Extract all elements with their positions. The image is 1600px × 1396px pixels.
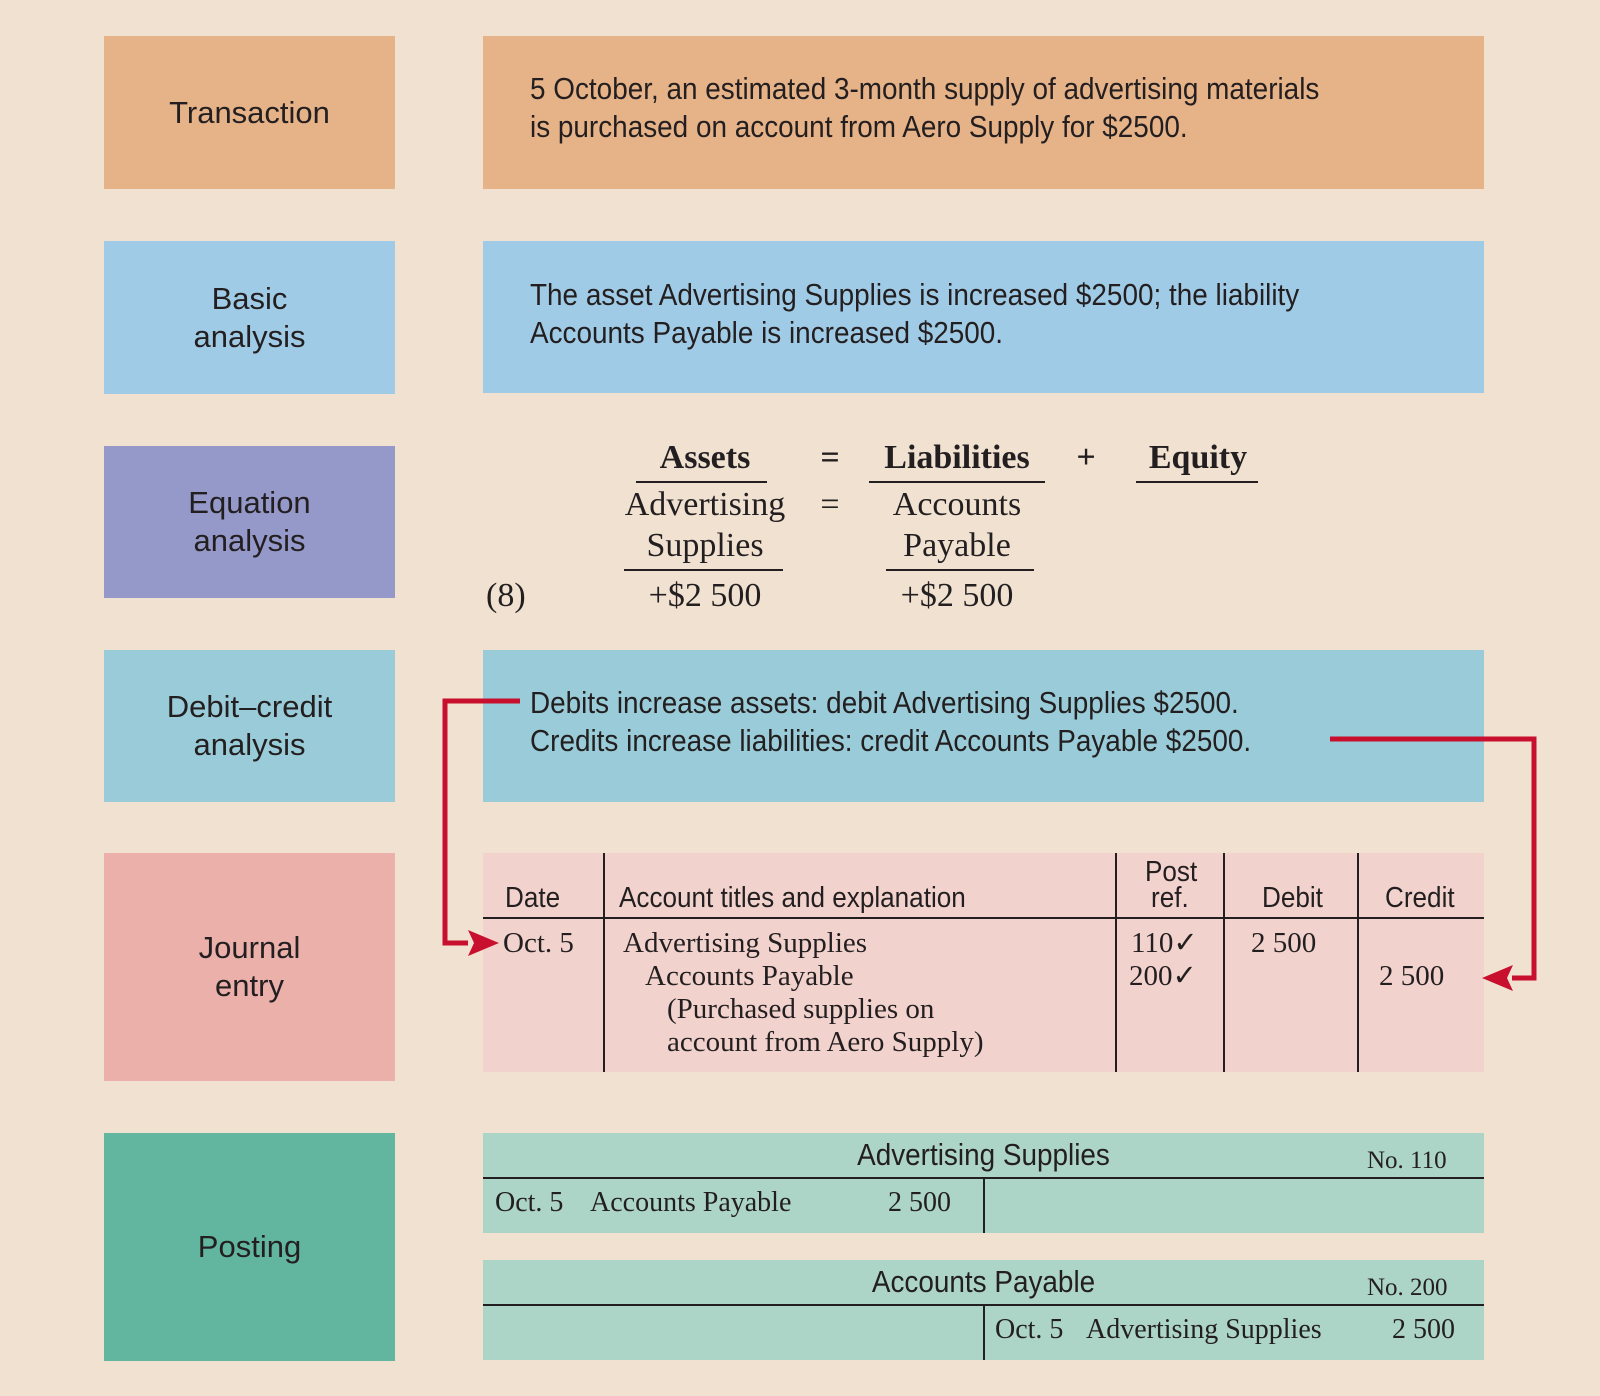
ledger2-title: Accounts Payable	[871, 1264, 1096, 1299]
equation-equity-underline	[1136, 481, 1258, 483]
journal-credit-amount: 2 500	[1379, 960, 1445, 992]
journal-header-account: Account titles and explanation	[619, 882, 966, 914]
journal-explanation-line2: account from Aero Supply)	[667, 1026, 984, 1058]
posting-label-text: Posting	[197, 1229, 302, 1264]
ledger1-title: Advertising Supplies	[857, 1137, 1110, 1172]
basic-analysis-box: The asset Advertising Supplies is increa…	[483, 241, 1484, 393]
journal-header-postref-line1: Post	[1145, 856, 1198, 888]
journal-divider-account	[1115, 853, 1117, 1072]
debit-credit-label-line1: Debit–credit	[166, 689, 333, 724]
journal-table: Date Account titles and explanation Post…	[483, 853, 1484, 1072]
journal-divider-postref	[1223, 853, 1225, 1072]
transaction-text-line2: is purchased on account from Aero Supply…	[530, 109, 1188, 144]
transaction-text-line1: 5 October, an estimated 3-month supply o…	[530, 71, 1320, 106]
transaction-box: 5 October, an estimated 3-month supply o…	[483, 36, 1484, 189]
equation-left-account-line2: Supplies	[646, 527, 764, 564]
ledger2-center-rule	[983, 1306, 985, 1360]
journal-header-date: Date	[505, 882, 561, 914]
ledger1-entry-date: Oct. 5	[495, 1187, 564, 1218]
debit-credit-label-line2: analysis	[193, 727, 306, 762]
equation-right-account-line1: Accounts	[892, 486, 1022, 523]
debit-credit-text-line1: Debits increase assets: debit Advertisin…	[530, 685, 1239, 720]
basic-analysis-text-line1: The asset Advertising Supplies is increa…	[530, 277, 1300, 312]
ledger-accounts-payable: Accounts Payable No. 200 Oct. 5 Advertis…	[483, 1260, 1484, 1360]
journal-debit-amount: 2 500	[1251, 927, 1317, 959]
ledger2-entry-amount: 2 500	[1392, 1314, 1455, 1345]
ledger2-entry-description: Advertising Supplies	[1086, 1314, 1322, 1345]
equation-right-account-line2: Payable	[903, 527, 1011, 564]
equation-analysis-label: Equation analysis	[104, 446, 395, 598]
debit-credit-analysis-label: Debit–credit analysis	[104, 650, 395, 802]
journal-header-debit: Debit	[1262, 882, 1323, 914]
journal-debit-account: Advertising Supplies	[623, 927, 868, 959]
equation-right-account-underline	[886, 569, 1034, 571]
basic-analysis-label: Basic analysis	[104, 241, 395, 394]
ledger1-account-number: No. 110	[1367, 1147, 1447, 1174]
journal-credit-account: Accounts Payable	[645, 960, 854, 992]
journal-header-postref-line2: ref.	[1151, 882, 1189, 914]
equation-analysis-label-line1: Equation	[188, 485, 311, 520]
basic-analysis-text-line2: Accounts Payable is increased $2500.	[530, 315, 1004, 350]
equation-reference: (8)	[486, 577, 526, 614]
basic-analysis-label-line2: analysis	[193, 318, 306, 354]
journal-entry-label-line2: entry	[215, 968, 284, 1003]
equation-left-account-line1: Advertising	[624, 486, 786, 523]
posting-label: Posting	[104, 1133, 395, 1361]
ledger2-account-number: No. 200	[1367, 1274, 1448, 1301]
ledger1-entry-description: Accounts Payable	[590, 1187, 792, 1218]
journal-explanation-line1: (Purchased supplies on	[667, 993, 935, 1025]
transaction-label: Transaction	[104, 36, 395, 189]
equation-assets-heading: Assets	[659, 439, 751, 476]
equation-liabilities-underline	[869, 481, 1045, 483]
journal-date: Oct. 5	[503, 927, 574, 959]
equation-plus-sign: +	[1076, 439, 1096, 476]
equation-assets-underline	[636, 481, 767, 483]
equation-left-change: +$2 500	[648, 577, 762, 614]
basic-analysis-label-line1: Basic	[211, 280, 288, 316]
journal-divider-debit	[1357, 853, 1359, 1072]
equation-equals-sign: =	[820, 439, 840, 476]
journal-header-rule	[483, 917, 1484, 919]
ledger2-entry-date: Oct. 5	[995, 1314, 1064, 1345]
equation-left-account-underline	[624, 569, 783, 571]
ledger1-header-rule	[483, 1177, 1484, 1179]
journal-header-credit: Credit	[1385, 882, 1455, 914]
journal-entry-label: Journal entry	[104, 853, 395, 1081]
journal-credit-postref: 200✓	[1129, 960, 1197, 992]
ledger-advertising-supplies: Advertising Supplies No. 110 Oct. 5 Acco…	[483, 1133, 1484, 1233]
equation-analysis-label-line2: analysis	[193, 523, 306, 558]
journal-entry-label-line1: Journal	[198, 930, 301, 965]
journal-divider-date	[603, 853, 605, 1072]
equation-liabilities-heading: Liabilities	[884, 439, 1030, 476]
equation-equity-heading: Equity	[1148, 439, 1248, 476]
journal-debit-postref: 110✓	[1131, 927, 1198, 959]
credit-connector-arrowhead	[1482, 965, 1513, 991]
ledger2-header-rule	[483, 1304, 1484, 1306]
transaction-label-text: Transaction	[169, 94, 330, 130]
debit-credit-box: Debits increase assets: debit Advertisin…	[483, 650, 1484, 802]
ledger1-entry-amount: 2 500	[888, 1187, 951, 1218]
equation-equals-sign-2: =	[820, 486, 840, 523]
equation-right-change: +$2 500	[900, 577, 1014, 614]
debit-credit-text-line2: Credits increase liabilities: credit Acc…	[530, 723, 1252, 758]
ledger1-center-rule	[983, 1179, 985, 1233]
